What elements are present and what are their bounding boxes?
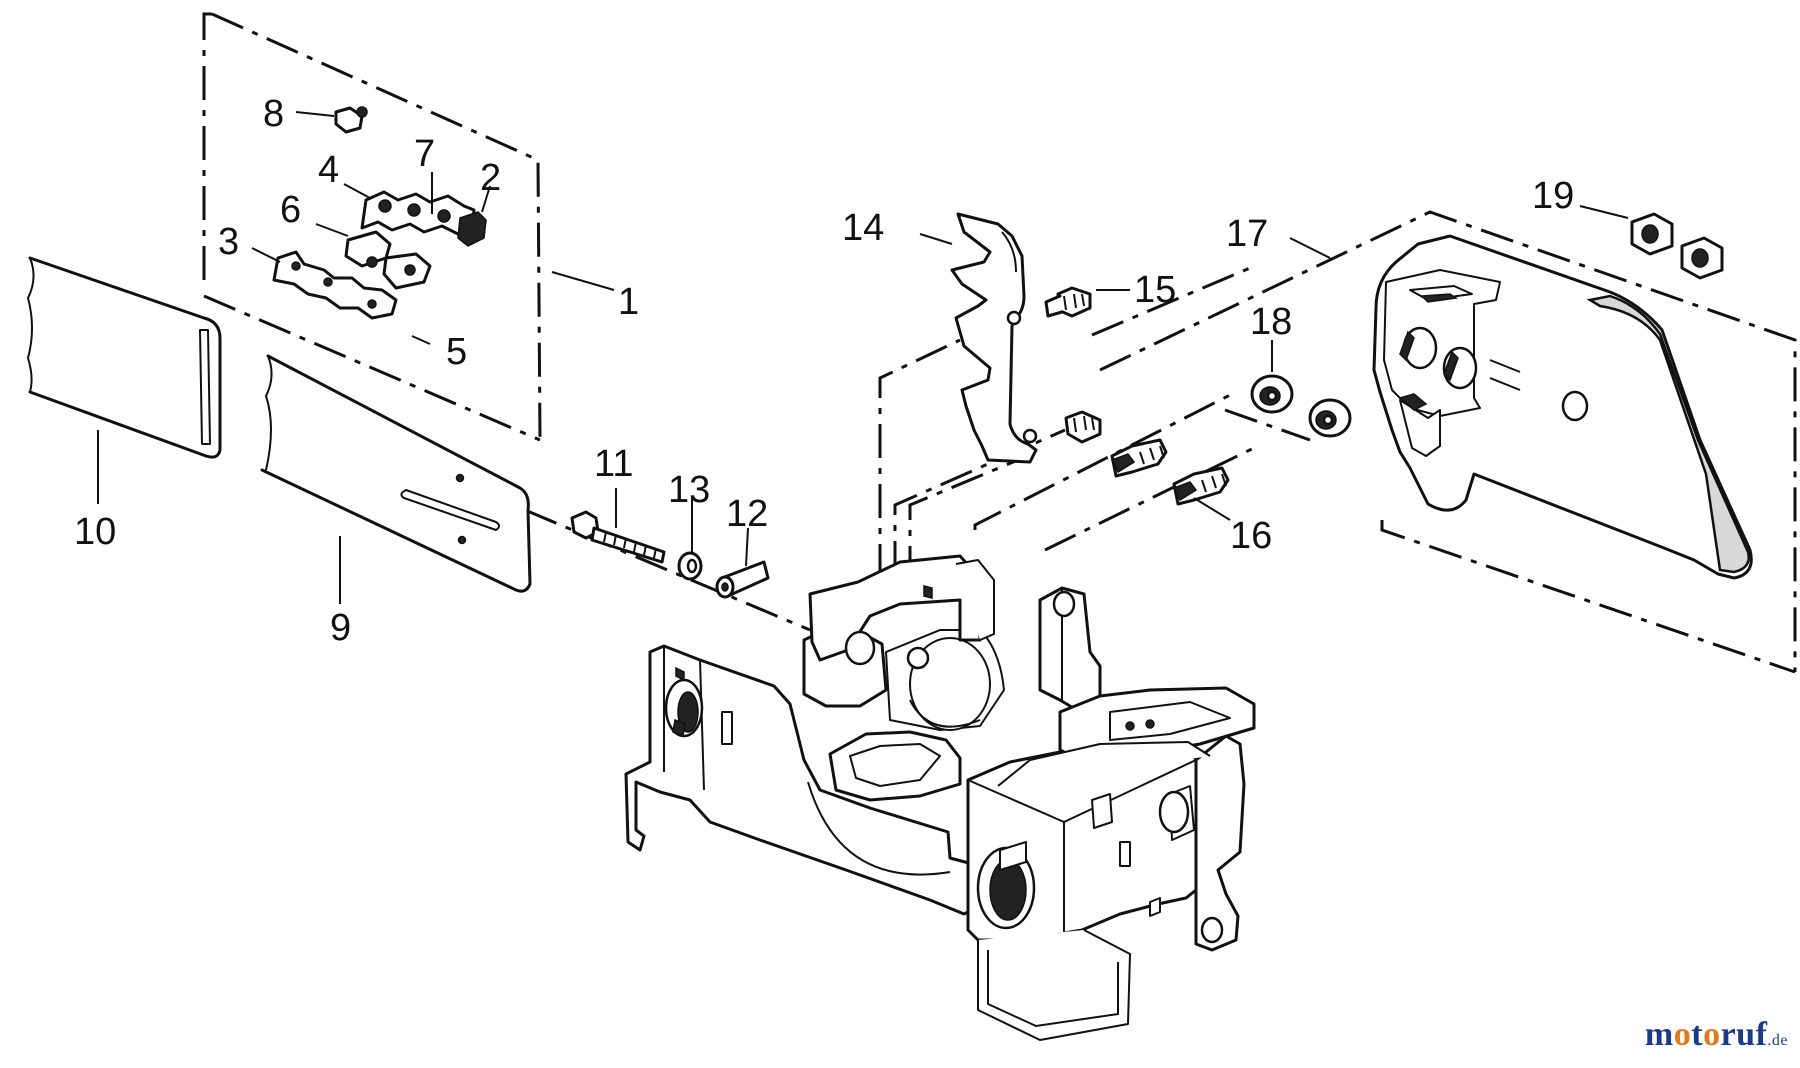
callout-6: 6	[280, 189, 301, 231]
callout-7: 7	[414, 133, 435, 175]
logo-letter-m: m	[1644, 1016, 1674, 1053]
callout-10: 10	[74, 511, 116, 553]
chain-plates-part-6	[344, 230, 432, 290]
callout-9: 9	[330, 607, 351, 649]
callout-16: 16	[1230, 515, 1272, 557]
callout-4: 4	[318, 149, 339, 191]
callout-11: 11	[594, 443, 633, 485]
callout-14: 14	[842, 207, 884, 249]
callout-17: 17	[1226, 213, 1268, 255]
leader-lines	[97, 111, 1629, 604]
callout-1: 1	[618, 281, 639, 323]
nut-part-18	[1250, 374, 1294, 414]
callout-labels: 8 4 7 2 6 3 5 1 10 9 11 13 12 14 15 18 1…	[74, 93, 1574, 649]
callout-18: 18	[1250, 301, 1292, 343]
hex-nut-part-19b	[1680, 236, 1724, 280]
logo-suffix: .de	[1767, 1032, 1788, 1049]
stud-part-16	[1110, 438, 1168, 478]
crankcase-housing	[624, 554, 1256, 1041]
logo-letter-o1: o	[1673, 1016, 1692, 1053]
chain-rivet-part-8	[334, 106, 368, 134]
chain-links-part-7	[360, 190, 487, 247]
group-outline-cover-assembly	[1099, 210, 1797, 674]
nut-part-18b	[1308, 398, 1352, 438]
chain-links-part-5	[272, 250, 398, 320]
screw-part-15b	[1064, 410, 1102, 444]
washer-part-13	[677, 551, 703, 581]
guide-bar-part-9	[260, 354, 532, 593]
guide-bar-part-10	[26, 256, 222, 459]
callout-13: 13	[668, 469, 710, 511]
sprocket-cover-part-17	[1372, 234, 1753, 580]
pin-part-12	[715, 560, 770, 599]
callout-19: 19	[1532, 175, 1574, 217]
stud-part-16b	[1172, 466, 1230, 506]
bolt-part-11	[570, 510, 666, 564]
hex-nut-part-19	[1630, 212, 1674, 256]
callout-12: 12	[726, 493, 768, 535]
motoruf-watermark-logo: motoruf.de	[1645, 1016, 1788, 1054]
callout-8: 8	[263, 93, 284, 135]
callout-2: 2	[480, 157, 501, 199]
bumper-spike-part-14	[950, 212, 1038, 464]
callout-15: 15	[1134, 269, 1176, 311]
screw-part-15	[1044, 286, 1092, 318]
callout-5: 5	[446, 331, 467, 373]
logo-letters-ruf: ruf	[1720, 1016, 1768, 1053]
logo-letter-o2: o	[1703, 1016, 1721, 1053]
logo-letter-t: t	[1691, 1016, 1704, 1053]
callout-3: 3	[218, 221, 239, 263]
group-outline-chain-kit	[202, 12, 542, 442]
